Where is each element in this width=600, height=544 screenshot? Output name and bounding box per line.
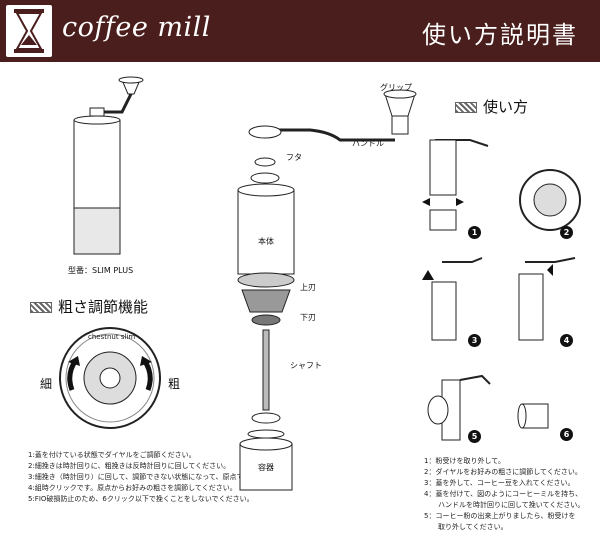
usage-note: 1：粉受けを取り外して。: [424, 457, 506, 465]
dial-brand-text: chestnut slim: [88, 333, 136, 341]
usage-step-3-illustration: [422, 257, 483, 341]
adjust-heading-text: 粗さ調節機能: [58, 298, 149, 316]
usage-heading-text: 使い方: [483, 98, 529, 116]
fine-label: 細: [40, 377, 53, 391]
part-container: 容器: [258, 463, 274, 472]
grinder-illustration: [73, 76, 144, 255]
hatch-icon: [455, 102, 477, 113]
usage-heading: 使い方: [455, 96, 528, 117]
part-lid: フタ: [286, 153, 302, 162]
usage-note: 4：蓋を付けて、図のようにコーヒーミルを持ち、: [424, 490, 583, 498]
step-number: 2: [560, 226, 573, 239]
coarse-label: 粗: [168, 377, 181, 391]
usage-note: 5：コーヒー粉の出来上がりましたら、粉受けを: [424, 512, 576, 520]
part-lower-burr: 下刃: [300, 313, 316, 322]
adjust-notes: 1:蓋を付けている状態でダイヤルをご調節ください。 2:細挽きは時計回りに、粗挽…: [28, 450, 257, 505]
usage-note: 取り外してください。: [424, 523, 508, 531]
hourglass-logo: [6, 5, 52, 57]
part-shaft: シャフト: [290, 361, 322, 370]
usage-step-5-illustration: [427, 374, 491, 441]
adjust-heading: 粗さ調節機能: [30, 296, 148, 317]
header-bar: coffee mill 使い方説明書: [0, 0, 600, 62]
dial-illustration: [59, 327, 161, 429]
usage-note: 3：蓋を外して、コーヒー豆を入れてください。: [424, 479, 575, 487]
usage-step-4-illustration: [518, 257, 576, 341]
adjust-note: 3:細挽き（時計回り）に回して、調節できない状態になって、原点です。: [28, 473, 257, 481]
brand-name: coffee mill: [62, 12, 211, 43]
usage-note: ハンドルを時計回りに回して挽いてください。: [424, 501, 585, 509]
model-label: 型番：SLIM PLUS: [68, 266, 134, 275]
step-number: 1: [468, 226, 481, 239]
step-number: 6: [560, 428, 573, 441]
step-number: 5: [468, 430, 481, 443]
part-body: 本体: [258, 237, 274, 246]
part-upper-burr: 上刃: [300, 283, 316, 292]
part-handle: ハンドル: [352, 139, 384, 148]
usage-note: 2：ダイヤルをお好みの粗さに調節してください。: [424, 468, 582, 476]
step-number: 3: [468, 334, 481, 347]
adjust-note: 2:細挽きは時計回りに、粗挽きは反時計回りに回してください。: [28, 462, 231, 470]
adjust-note: 5:FIO破損防止のため、6クリック以下で挽くことをしないでください。: [28, 495, 254, 503]
manual-title: 使い方説明書: [422, 21, 578, 49]
part-grip: グリップ: [380, 83, 412, 92]
usage-step-1-illustration: [422, 139, 489, 231]
usage-step-6-illustration: [517, 403, 549, 429]
exploded-view: [237, 89, 417, 491]
usage-notes: 1：粉受けを取り外して。 2：ダイヤルをお好みの粗さに調節してください。 3：蓋…: [424, 456, 584, 533]
adjust-note: 4:組時クリックです。原点からお好みの粗さを調節してください。: [28, 484, 237, 492]
adjust-note: 1:蓋を付けている状態でダイヤルをご調節ください。: [28, 451, 196, 459]
usage-step-2-illustration: [519, 169, 581, 231]
step-number: 4: [560, 334, 573, 347]
hatch-icon: [30, 302, 52, 313]
hourglass-icon: [14, 9, 44, 53]
